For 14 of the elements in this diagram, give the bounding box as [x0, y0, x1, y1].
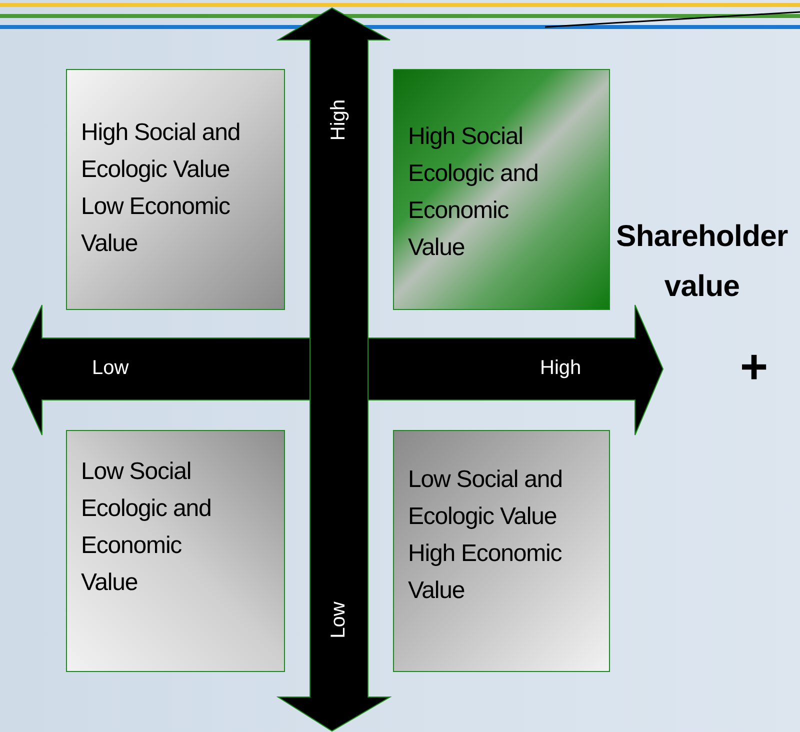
axis-title: Shareholder value	[615, 219, 789, 305]
quadrant-box	[66, 69, 285, 310]
quadrant-label: High Social Ecologic and Economic Value	[408, 122, 540, 263]
quadrant-label: High Social and Ecologic Value Low Economic Value	[81, 118, 242, 259]
quadrant-label: Low Social and Ecologic Value High Economic Value	[408, 465, 564, 606]
quadrant-box	[393, 430, 610, 672]
quadrant-label: Low Social Ecologic and Economic Value	[81, 457, 212, 598]
axis-label: Low	[328, 602, 350, 638]
quadrant-box	[66, 430, 285, 672]
plus-sign: +	[740, 344, 768, 392]
axis-label: High	[540, 357, 582, 380]
axis-label: High	[328, 99, 350, 141]
axis-label: Low	[92, 357, 129, 380]
quadrant-box	[393, 69, 610, 310]
